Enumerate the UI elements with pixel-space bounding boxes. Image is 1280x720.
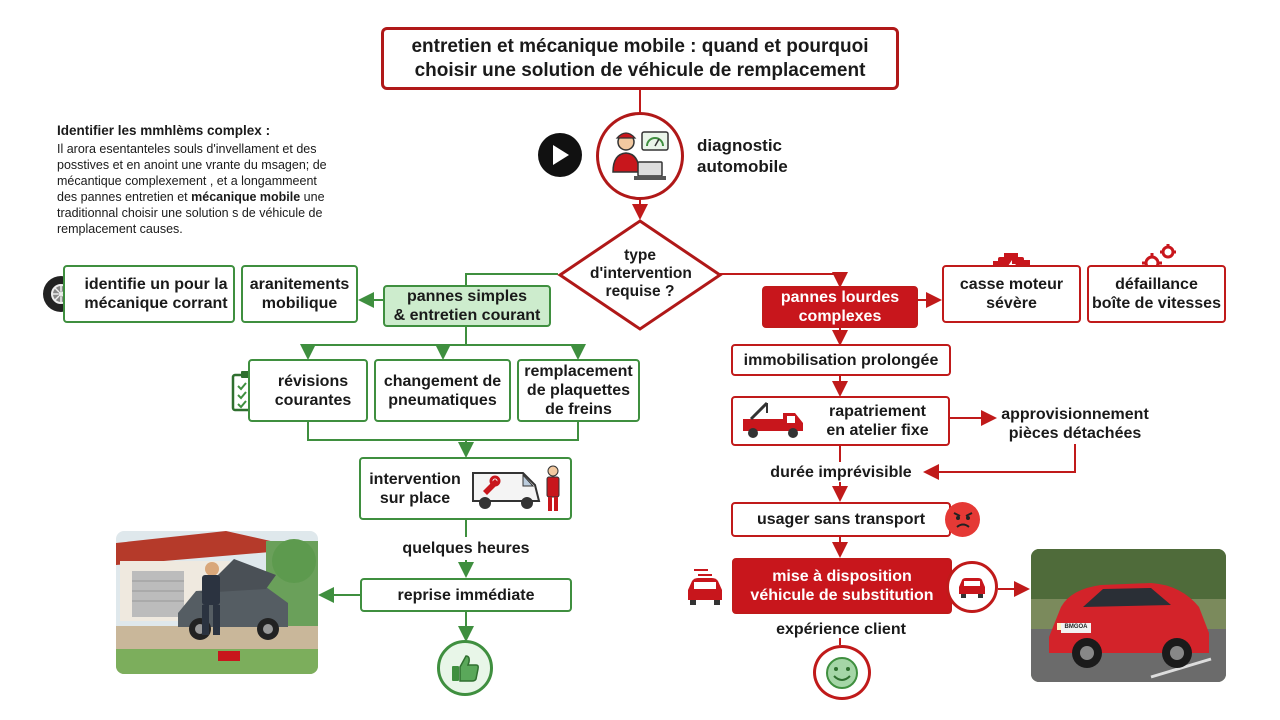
intro-line: remplacement causes. bbox=[57, 222, 183, 236]
thumbs-up-circle bbox=[437, 640, 493, 696]
license-plate: BMGOA bbox=[1061, 623, 1091, 632]
play-icon bbox=[553, 145, 569, 165]
box-aranitements: aranitements mobilique bbox=[241, 265, 358, 323]
page-title: entretien et mécanique mobile : quand et… bbox=[381, 27, 899, 90]
box-pannes-lourdes: pannes lourdes complexes bbox=[762, 286, 918, 328]
box-casse-moteur: casse moteur sévère bbox=[942, 265, 1081, 323]
box-intervention: intervention sur place bbox=[359, 457, 572, 520]
smiley-icon bbox=[826, 656, 858, 689]
car-speed-icon bbox=[682, 566, 728, 613]
mechanic-laptop-icon bbox=[612, 131, 669, 180]
box-reprise: reprise immédiate bbox=[360, 578, 572, 612]
box-mise-a-disposition: mise à disposition véhicule de substitut… bbox=[732, 558, 952, 614]
box-pannes-simples: pannes simples & entretien courant bbox=[383, 285, 551, 327]
mechanic-photo bbox=[116, 531, 318, 674]
label-approvisionnement: approvisionnement pièces détachées bbox=[1001, 406, 1149, 442]
intro-text: Identifier les mmhlèms complex : Il aror… bbox=[57, 123, 387, 237]
intervention-label: intervention sur place bbox=[369, 470, 461, 507]
play-button[interactable] bbox=[538, 133, 582, 177]
box-pneumatiques: changement de pneumatiques bbox=[374, 359, 511, 422]
box-revisions: révisions courantes bbox=[248, 359, 368, 422]
angry-face-icon bbox=[945, 502, 980, 537]
box-identifie: identifie un pour la mécanique corrant bbox=[63, 265, 235, 323]
box-immobilisation: immobilisation prolongée bbox=[731, 344, 951, 376]
decision-label: type d'intervention requise ? bbox=[590, 247, 692, 300]
car-circle-icon bbox=[946, 561, 998, 613]
intro-heading: Identifier les mmhlèms complex : bbox=[57, 123, 271, 138]
intro-line: Il arora esentanteles souls d'invellamen… bbox=[57, 142, 317, 156]
box-plaquettes: remplacement de plaquettes de freins bbox=[517, 359, 640, 422]
intro-line: des pannes entretien et mécanique mobile… bbox=[57, 190, 325, 204]
intro-line: posstives et en anoint une vrante du msa… bbox=[57, 158, 327, 172]
box-boite-vitesses: défaillance boîte de vitesses bbox=[1087, 265, 1226, 323]
intro-line: mécantique complexement , et a longammee… bbox=[57, 174, 317, 188]
van-mechanic-icon bbox=[472, 465, 560, 511]
box-usager: usager sans transport bbox=[731, 502, 951, 537]
box-rapatriement: rapatriement en atelier fixe bbox=[731, 396, 950, 446]
label-duree: durée imprévisible bbox=[770, 464, 912, 481]
decision-diamond bbox=[557, 219, 723, 331]
red-car-photo: BMGOA bbox=[1031, 549, 1226, 682]
smiley-circle bbox=[813, 645, 871, 700]
label-quelques-heures: quelques heures bbox=[402, 540, 530, 557]
diagnostic-circle bbox=[596, 112, 684, 200]
diagnostic-label: diagnostic automobile bbox=[697, 136, 788, 176]
tow-truck-icon bbox=[743, 401, 803, 438]
intro-line: traditionnal choisir une solution s de v… bbox=[57, 206, 323, 220]
rapatriement-label: rapatriement en atelier fixe bbox=[826, 403, 929, 439]
thumbs-up-icon bbox=[452, 655, 479, 682]
label-experience-client: expérience client bbox=[776, 621, 906, 638]
